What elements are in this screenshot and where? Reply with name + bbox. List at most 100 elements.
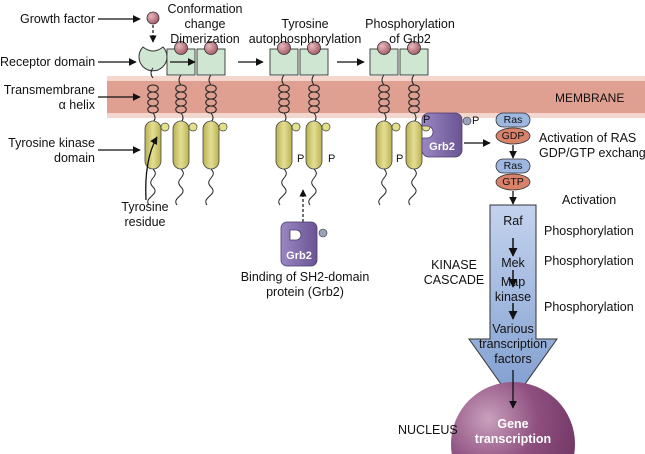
phosphorylation-label-3: Phosphorylation: [544, 300, 634, 314]
cytoplasmic-tail: [147, 168, 156, 206]
kinase-cascade-title-2: CASCADE: [423, 273, 485, 287]
tyrosine-kinase-domain: [172, 120, 190, 170]
growth-factor-bound: [277, 41, 291, 55]
cytoplasmic-tail: [408, 168, 417, 206]
transmembrane-helices: [147, 67, 420, 123]
alpha-helix-coil: [408, 84, 420, 114]
tyrosine-kinase-domain: [275, 120, 293, 170]
step2-line2: autophosphorylation: [248, 32, 362, 46]
grb2-tyrosine-dot: [318, 228, 328, 238]
grb2-label-free: Grb2: [286, 250, 312, 262]
nucleus: [451, 382, 575, 454]
ras-label-1: Ras: [503, 114, 523, 126]
linker: [208, 74, 212, 86]
cytoplasmic-tail: [378, 168, 387, 206]
cascade-factors: factors: [494, 352, 532, 366]
tyrosine-kinase-domain: [305, 120, 323, 170]
alpha-helix-coil: [205, 84, 217, 114]
arrow-tyrosine-residue: [145, 136, 158, 201]
step3-line1: Phosphorylation: [365, 17, 455, 31]
label-tyrosine-kinase: Tyrosine kinase: [8, 136, 95, 150]
growth-factor-bound: [204, 41, 218, 55]
label-domain: domain: [54, 151, 95, 165]
phosphorylation-label-2: Phosphorylation: [544, 254, 634, 268]
tyrosine-residue: [160, 122, 170, 132]
membrane-label: MEMBRANE: [555, 91, 625, 105]
alpha-helix-coil: [308, 84, 320, 114]
tyrosine-residue: [391, 122, 401, 132]
label-growth-factor: Growth factor: [19, 12, 95, 26]
transcription-label: transcription: [474, 432, 552, 446]
tyrosine-kinase-domain: [375, 120, 393, 170]
alpha-helix-coil: [147, 84, 159, 114]
label-receptor-domain: Receptor domain: [0, 55, 96, 69]
grb2-binding-line1: Binding of SH2-domain: [240, 270, 370, 284]
grb2-binding-line2: protein (Grb2): [266, 285, 344, 299]
linker: [411, 74, 415, 86]
linker: [281, 74, 285, 86]
step1-line3: Dimerization: [170, 32, 240, 46]
step1-line2: change: [184, 17, 226, 31]
dimer-receptor-domains: [166, 41, 429, 76]
label-alpha-helix: α helix: [58, 98, 95, 112]
gdp-ellipse: [495, 127, 531, 145]
tyrosine-kinase-domain: [202, 120, 220, 170]
phosphorylation-label-1: Phosphorylation: [544, 224, 634, 238]
growth-factor-bound: [407, 41, 421, 55]
linker: [150, 67, 154, 79]
tyrosine-residue: [188, 122, 198, 132]
activation-ras-line2: GDP/GTP exchange: [539, 146, 645, 160]
grb2-phospho-dot: [462, 116, 472, 126]
label-tyrosine: Tyrosine: [121, 200, 169, 214]
gtp-label: GTP: [502, 176, 524, 188]
step3-line2: of Grb2: [389, 32, 431, 46]
ras-label-2: Ras: [503, 160, 523, 172]
linker: [178, 74, 182, 86]
cascade-transcription: transcription: [478, 337, 548, 351]
cytoplasmic-tail: [205, 168, 214, 206]
alpha-helix-coil: [175, 84, 187, 114]
cascade-mek: Mek: [501, 256, 525, 270]
alpha-helix-coil: [278, 84, 290, 114]
receptor-domain: [138, 46, 168, 72]
receptor-monomer: [138, 11, 168, 72]
phospho-mark: P: [423, 114, 431, 126]
growth-factor-bound: [377, 41, 391, 55]
tyrosine-residue: [321, 122, 331, 132]
cytoplasmic-tail: [308, 168, 317, 206]
gdp-label: GDP: [501, 130, 525, 142]
cascade-various: Various: [492, 322, 534, 336]
kinase-domains: [144, 120, 431, 206]
tyrosine-residue: [218, 122, 228, 132]
cytoplasmic-tail: [175, 168, 184, 206]
growth-factor-ligand: [146, 11, 160, 25]
grb2-label-docked: Grb2: [429, 141, 455, 153]
grb2-protein-free: [280, 221, 318, 267]
cascade-kinase: kinase: [494, 290, 532, 304]
cytoplasmic-tail: [278, 168, 287, 206]
nucleus-label: NUCLEUS: [398, 423, 458, 437]
phospho-mark: P: [396, 153, 404, 165]
ras-gtp-ras: [495, 158, 531, 174]
label-transmembrane: Transmembrane: [3, 83, 95, 97]
growth-factor-bound: [307, 41, 321, 55]
phospho-mark: P: [328, 153, 336, 165]
activation-label: Activation: [562, 193, 617, 207]
step2-line1: Tyrosine: [281, 17, 329, 31]
phospho-mark: P: [472, 115, 480, 127]
cascade-map: Map: [500, 275, 526, 289]
grb2-protein-docked: [421, 112, 463, 158]
tyrosine-residue: [291, 122, 301, 132]
phospho-mark: P: [297, 153, 305, 165]
kinase-cascade-title-1: KINASE: [431, 258, 477, 272]
gtp-ellipse: [495, 173, 531, 191]
activation-ras-line1: Activation of RAS: [539, 131, 637, 145]
ras-gdp-ras: [495, 112, 531, 128]
tyrosine-kinase-domain: [405, 120, 423, 170]
linker: [311, 74, 315, 86]
step1-line1: Conformation: [167, 2, 243, 16]
gene-label: Gene: [497, 417, 529, 431]
alpha-helix-coil: [378, 84, 390, 114]
cascade-raf: Raf: [503, 214, 523, 228]
